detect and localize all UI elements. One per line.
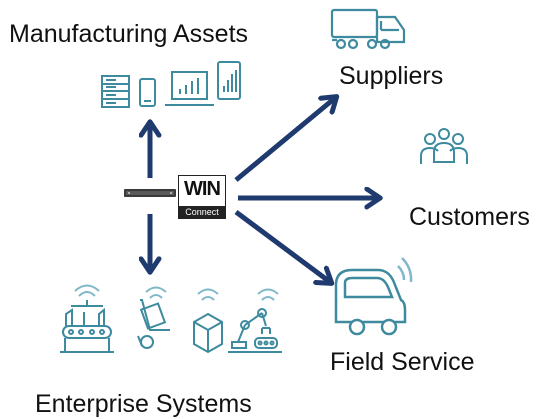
arrow-to-field-service: [234, 209, 330, 282]
arrows: [150, 98, 378, 282]
conveyor-icon: [60, 284, 114, 353]
laptop-icon: [165, 71, 214, 106]
enterprise-systems-label: Enterprise Systems: [35, 390, 252, 418]
people-icon: [420, 128, 468, 164]
gateway-device-icon: [124, 189, 176, 197]
box-icon: [193, 288, 223, 354]
suppliers-label: Suppliers: [339, 62, 444, 90]
logo-top-text: WIN: [184, 178, 221, 200]
manufacturing-assets-label: Manufacturing Assets: [9, 20, 249, 48]
server-icon: [101, 75, 130, 108]
field-service-label: Field Service: [330, 348, 475, 376]
hand-truck-icon: [137, 286, 170, 349]
car-icon: [334, 257, 413, 336]
robot-arm-icon: [228, 288, 282, 353]
arrow-to-suppliers: [234, 98, 335, 182]
tablet-icon: [217, 61, 241, 100]
truck-icon: [330, 8, 406, 50]
win-connect-logo: WIN Connect: [178, 175, 226, 219]
customers-label: Customers: [409, 203, 530, 231]
phone-icon: [139, 78, 156, 107]
logo-bottom-text: Connect: [179, 206, 225, 218]
